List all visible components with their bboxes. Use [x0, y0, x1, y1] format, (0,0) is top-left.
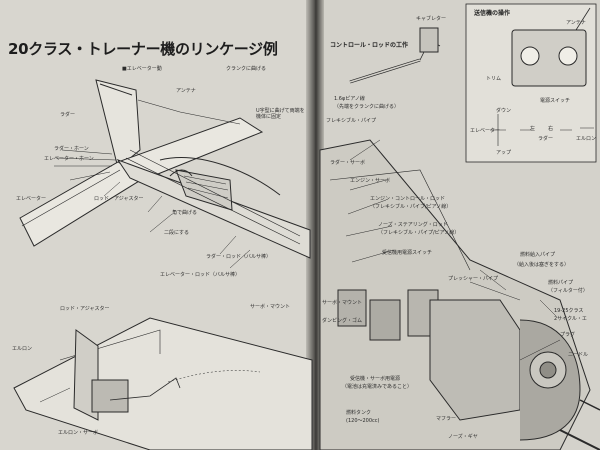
transmitter-left-sign: 左	[530, 126, 536, 132]
label-u-bend: U字型に曲げて両端を機体に固定	[256, 108, 305, 120]
transmitter-rudder-label: ラダー	[538, 136, 554, 142]
label-nose-steering-rod-note: （フレキシブル・パイプ/ピアノ線）	[378, 230, 460, 236]
label-nose-steering-rod: ノーズ・ステアリング・ロッド	[378, 222, 448, 228]
transmitter-up-label: アップ	[496, 150, 512, 156]
label-fuel-tank: 燃料タンク	[346, 410, 372, 416]
label-plug: プラグ	[560, 332, 576, 338]
label-aileron: エルロン	[12, 346, 33, 352]
label-battery-note: （電池は充電済みであること）	[342, 384, 412, 390]
label-carburetor: キャブレター	[416, 16, 447, 22]
label-elevator-moves: ■エレベーター動	[122, 66, 162, 72]
label-aileron-servo: エルロン・サーボ	[58, 430, 99, 436]
label-fuel-fill-pipe: 燃料給入パイプ	[520, 252, 556, 258]
label-two-stage: 二段にする	[164, 230, 190, 236]
transmitter-trim-label: トリム	[486, 76, 502, 82]
label-pressure-pipe: プレッシャー・パイプ	[448, 276, 499, 282]
label-fuel-pipe: 燃料パイプ	[548, 280, 574, 286]
transmitter-elevator-label: エレベーター	[470, 128, 501, 134]
transmitter-box-title: 送信機の操作	[474, 10, 511, 17]
label-engine-control-rod: エンジン・コントロール・ロッド	[370, 196, 446, 202]
label-damping-rubber: ダンピング・ゴム	[322, 318, 363, 324]
label-rudder: ラダー	[60, 112, 76, 118]
transmitter-antenna-label: アンテナ	[566, 20, 586, 26]
label-engine-control-rod-note: （フレキシブル・パイプ/ピアノ線）	[370, 204, 452, 210]
label-fuel-tank-capacity: (120〜200cc)	[346, 418, 380, 424]
control-rod-section-title: コントロール・ロッドの工作	[330, 42, 409, 49]
label-engine-servo: エンジン・サーボ	[350, 178, 391, 184]
transmitter-down-label: ダウン	[496, 108, 512, 114]
label-servo-mount-right: サーボ・マウント	[322, 300, 363, 306]
label-rudder-rod: ラダー・ロッド（バルサ棒）	[206, 254, 272, 260]
label-bend-crank: クランクに曲げる	[226, 66, 267, 72]
label-piano-wire-note: （先端をクランクに曲げる）	[334, 104, 400, 110]
label-fuel-pipe-filter: （フィルター付）	[548, 288, 588, 294]
label-needle: ニードル	[568, 352, 589, 358]
transmitter-power-switch-label: 電源スイッチ	[540, 98, 571, 104]
label-battery: 受信機・サーボ用電源	[350, 376, 401, 382]
label-antenna: アンテナ	[176, 88, 196, 94]
label-elevator: エレベーター	[16, 196, 47, 202]
label-rod-adjuster-2: ロッド・アジャスター	[60, 306, 110, 312]
label-nose-gear: ノーズ・ギヤ	[448, 434, 478, 440]
page-title: 20クラス・トレーナー機のリンケージ例	[8, 40, 278, 58]
label-servo-mount-left: サーボ・マウント	[250, 304, 291, 310]
label-rudder-horn: ラダー・ホーン	[54, 146, 89, 152]
label-engine-type: 2サイクル・エ	[554, 316, 587, 322]
label-piano-wire: 1.6φピアノ線	[334, 96, 365, 102]
label-rudder-servo: ラダー・サーボ	[330, 160, 366, 166]
label-engine-class: 19-25クラス	[554, 308, 584, 314]
label-elevator-rod: エレベーター・ロッド（バルサ棒）	[160, 272, 241, 278]
label-fuel-fill-note: （給入後は塞ぎをする）	[514, 262, 570, 268]
label-muffler: マフラー	[436, 416, 457, 422]
label-elevator-horn: エレベーター・ホーン	[44, 156, 94, 162]
label-receiver-switch: 受信機用電源スイッチ	[382, 250, 433, 256]
label-flexible-pipe: フレキシブル・パイプ	[326, 118, 377, 124]
label-rod-adjuster: ロッド・アジャスター	[94, 196, 144, 202]
transmitter-aileron-label: エルロン	[576, 136, 597, 142]
transmitter-right-sign: 右	[548, 126, 554, 132]
label-bend-corner: 角で曲げる	[172, 210, 198, 216]
